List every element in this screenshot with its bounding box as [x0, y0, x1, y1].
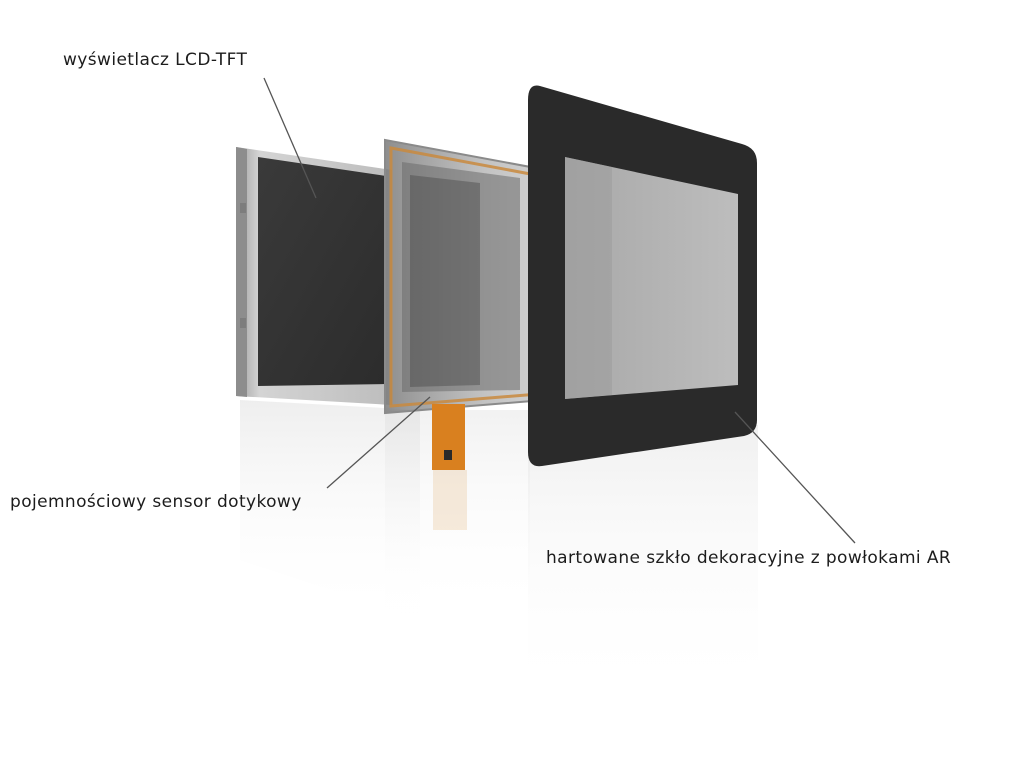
label-cover-glass: hartowane szkło dekoracyjne z powłokami …	[546, 548, 952, 568]
lcd-tft-layer	[236, 147, 392, 405]
label-lcd-tft: wyświetlacz LCD-TFT	[63, 50, 248, 70]
label-touch-sensor: pojemnościowy sensor dotykowy	[10, 492, 302, 512]
leader-line-glass	[734, 411, 856, 544]
leader-line-sensor	[326, 396, 431, 489]
leader-line-lcd	[263, 77, 317, 199]
cover-glass-layer	[528, 85, 757, 467]
floor-reflection	[240, 400, 758, 700]
